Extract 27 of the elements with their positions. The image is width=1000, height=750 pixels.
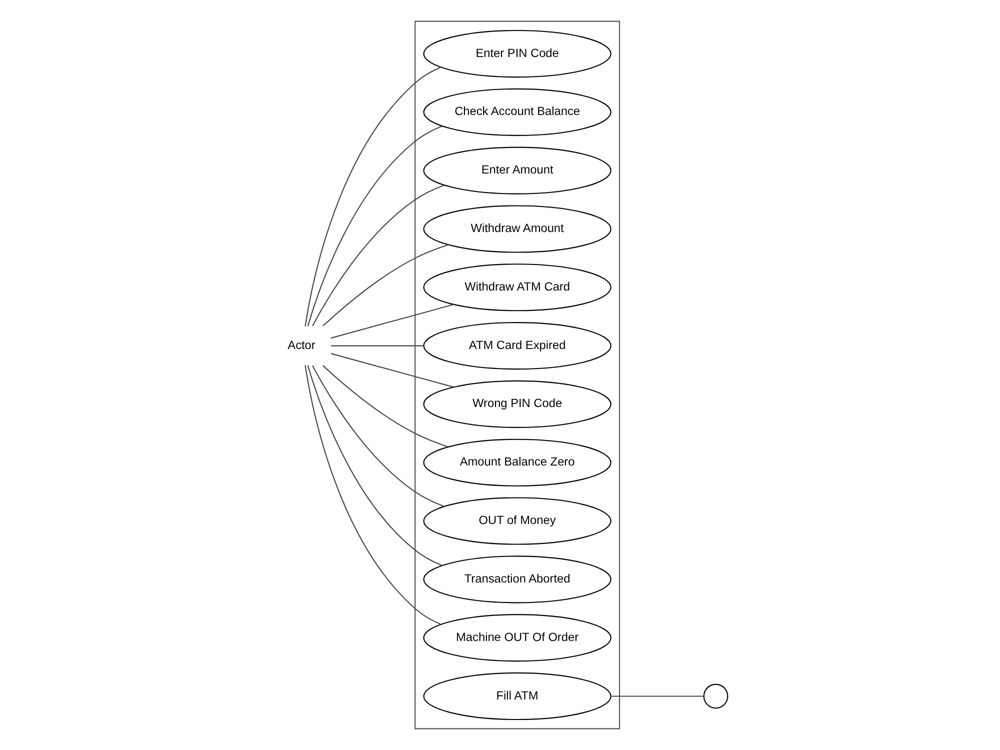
connector [312, 184, 444, 326]
connector [304, 66, 441, 326]
connector [322, 365, 448, 448]
connector [304, 365, 441, 625]
connector [307, 365, 442, 566]
node-ellipse: Withdraw Amount [423, 205, 612, 253]
connector [307, 126, 442, 326]
connector [312, 365, 444, 507]
node-ellipse: Check Account Balance [423, 88, 612, 136]
node-ellipse: Transaction Aborted [423, 556, 612, 604]
node-ellipse: Amount Balance Zero [423, 438, 612, 486]
connector [330, 345, 424, 346]
node-ellipse: Enter PIN Code [423, 30, 612, 78]
node-ellipse: OUT of Money [423, 497, 612, 545]
node-person [703, 684, 728, 709]
node-ellipse: Withdraw ATM Card [423, 264, 612, 312]
node-ellipse: ATM Card Expired [423, 322, 612, 370]
cluster [414, 20, 620, 730]
node-ellipse: Fill ATM [423, 672, 612, 720]
node-text: Actor [288, 338, 316, 352]
node-ellipse: Enter Amount [423, 146, 612, 194]
node-ellipse: Machine OUT Of Order [423, 614, 612, 662]
node-ellipse: Wrong PIN Code [423, 380, 612, 428]
connector [322, 244, 448, 326]
connector [330, 353, 454, 388]
connector [330, 304, 454, 339]
connector [611, 696, 704, 697]
